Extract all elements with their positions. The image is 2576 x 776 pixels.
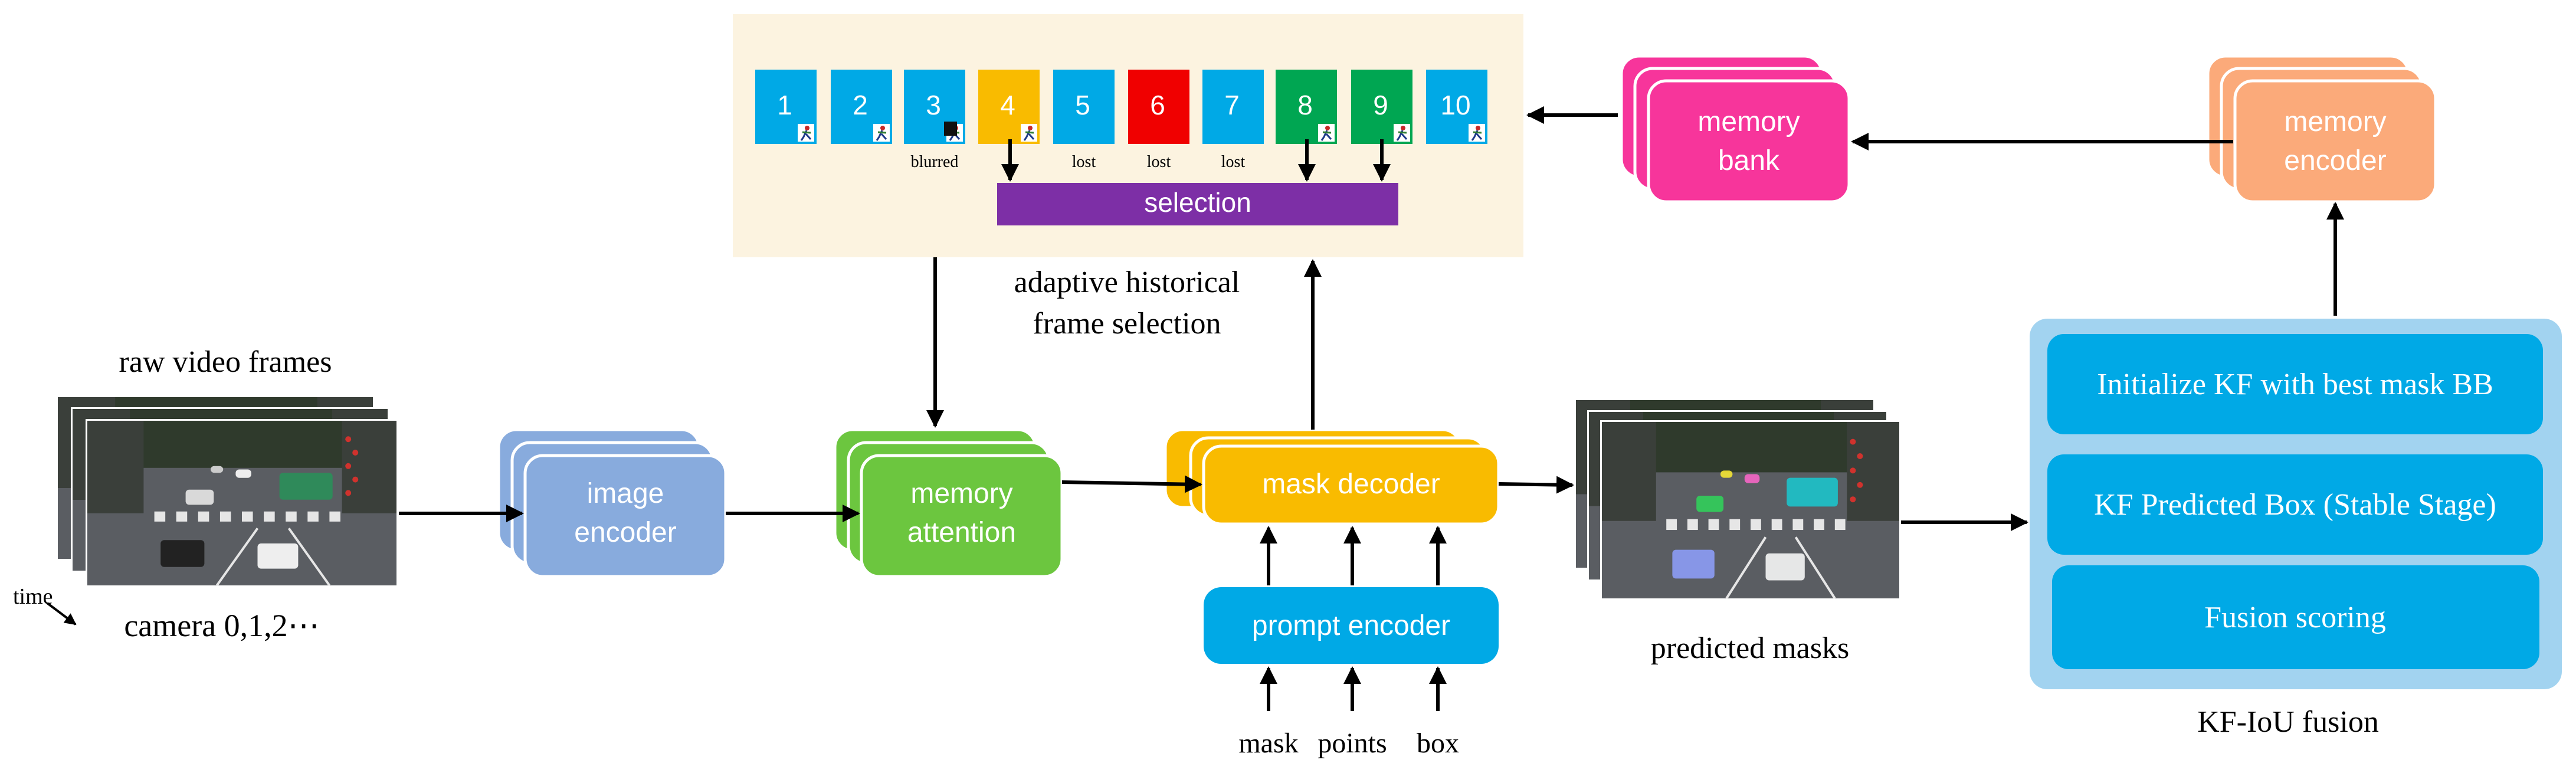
frame-note: blurred [911, 153, 959, 171]
memory-attention-to-mask-decoder-arrow [1061, 475, 1202, 493]
fusion-step-3-label: Fusion scoring [2204, 601, 2386, 634]
kf-iou-fusion-panel: Initialize KF with best mask BB KF Predi… [2030, 319, 2562, 689]
camera-caption: camera 0,1,2⋯ [124, 608, 319, 643]
frame-3: 3 blurred [904, 70, 965, 171]
frame-note: lost [1147, 153, 1171, 171]
runner-icon [1021, 124, 1037, 142]
fusion-step-2-label: KF Predicted Box (Stable Stage) [2094, 488, 2496, 522]
frame-9: 9 [1351, 70, 1412, 144]
mask-decoder-block: mask decoder [1164, 428, 1500, 526]
memory-attention-label-1: memory [910, 478, 1012, 509]
frame-number: 4 [1000, 90, 1015, 120]
prompt-encoder-block: prompt encoder [1204, 587, 1499, 664]
frame-number: 8 [1297, 90, 1313, 120]
mask-decoder-label: mask decoder [1262, 469, 1440, 500]
frame-selection-panel: 1 2 3 blurred 4 5 lost 6 lost 7 lost 8 9 10 selection [733, 14, 1523, 257]
frame-note: lost [1072, 153, 1096, 171]
frame-7: 7 lost [1202, 70, 1264, 171]
memory-bank-label-2: bank [1718, 145, 1780, 176]
fusion-step-3 [2052, 565, 2539, 669]
frame-number: 1 [777, 90, 792, 120]
predicted-masks-stack [1574, 398, 1901, 600]
frame-number: 7 [1224, 90, 1240, 120]
frame-2: 2 [831, 70, 892, 144]
runner-icon [1394, 124, 1410, 142]
selection-bar [997, 183, 1398, 225]
runner-icon [873, 124, 890, 142]
prompt-input-points: points [1318, 728, 1387, 759]
runner-blurred-icon [944, 122, 963, 142]
frame-5: 5 lost [1053, 70, 1115, 171]
predicted-masks-caption: predicted masks [1651, 631, 1849, 665]
image-encoder-label-2: encoder [574, 517, 676, 548]
frame-number: 3 [926, 90, 941, 120]
frame-selection-caption-line1: adaptive historical [1014, 266, 1240, 299]
frame-selection-caption-line2: frame selection [1033, 307, 1221, 340]
time-arrow [46, 602, 77, 626]
frame-tile [1202, 70, 1264, 144]
memory-encoder-label-2: encoder [2284, 145, 2386, 176]
frame-strip: 1 2 3 blurred 4 5 lost 6 lost 7 lost 8 9 10 [755, 70, 1487, 171]
memory-attention-block: memory attention [833, 428, 1064, 578]
frame-number: 10 [1440, 90, 1470, 120]
runner-icon [1318, 124, 1335, 142]
memory-encoder-label-1: memory [2284, 106, 2386, 137]
prompt-input-mask: mask [1238, 728, 1298, 759]
frame-6: 6 lost [1128, 70, 1189, 171]
prompt-encoder-label: prompt encoder [1252, 610, 1450, 641]
fusion-step-1-label: Initialize KF with best mask BB [2097, 368, 2493, 401]
frame-note: lost [1221, 153, 1246, 171]
raw-frames-title: raw video frames [119, 345, 332, 379]
runner-icon [1469, 124, 1485, 142]
memory-bank-label-1: memory [1697, 106, 1800, 137]
frame-number: 2 [853, 90, 868, 120]
frame-tile [1128, 70, 1189, 144]
memory-encoder-block: memory encoder [2206, 54, 2437, 204]
frame-number: 6 [1150, 90, 1165, 120]
raw-video-frame-stack [56, 395, 398, 587]
image-encoder-block: image encoder [497, 428, 727, 578]
memory-attention-label-2: attention [907, 517, 1016, 548]
runner-icon [798, 124, 814, 142]
fusion-caption: KF-IoU fusion [2197, 705, 2379, 739]
frame-10: 10 [1426, 70, 1487, 144]
image-encoder-label-1: image [587, 478, 664, 509]
mask-decoder-to-masks-arrow [1498, 476, 1574, 494]
fusion-step-2 [2047, 454, 2543, 555]
frame-1: 1 [755, 70, 817, 144]
frame-4: 4 [978, 70, 1040, 144]
time-label: time [13, 584, 53, 609]
prompt-input-box: box [1417, 728, 1459, 759]
selection-label: selection [1144, 187, 1251, 218]
fusion-step-1 [2047, 334, 2543, 434]
memory-bank-block: memory bank [1620, 54, 1851, 204]
frame-tile [1053, 70, 1115, 144]
frame-number: 9 [1373, 90, 1388, 120]
frame-number: 5 [1075, 90, 1090, 120]
frame-8: 8 [1276, 70, 1337, 144]
